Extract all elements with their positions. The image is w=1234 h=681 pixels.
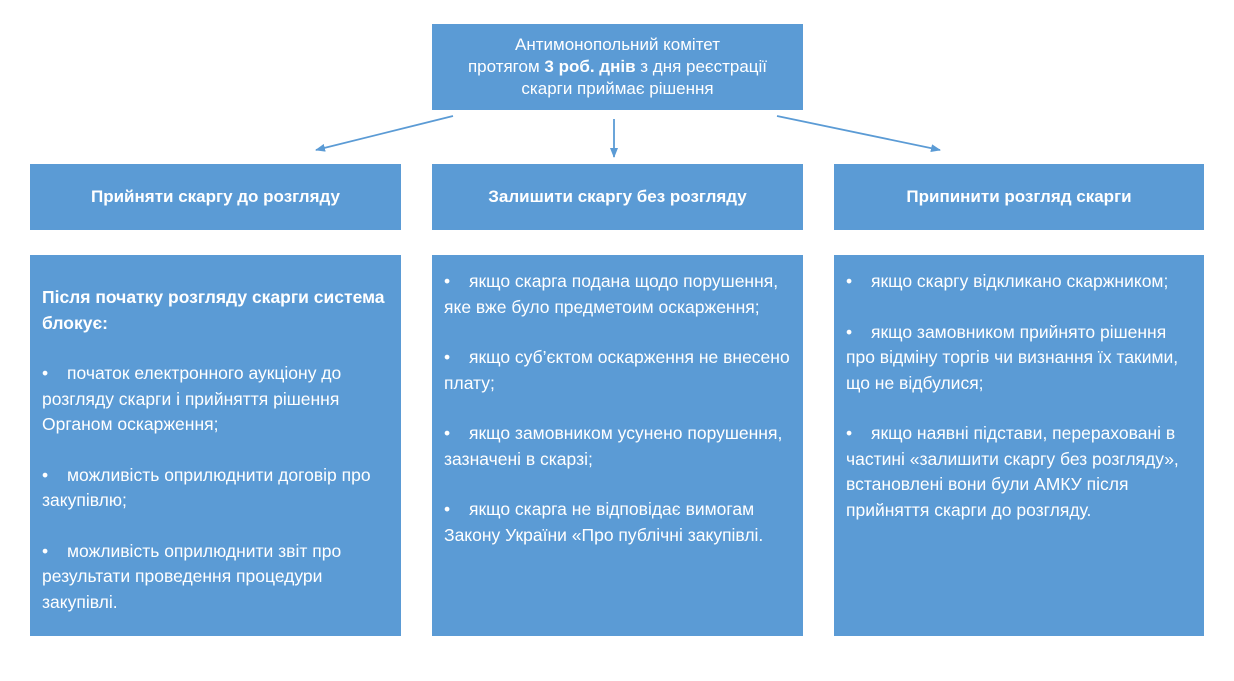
option-terminate-header: Припинити розгляд скарги	[834, 164, 1204, 230]
arrow-left	[315, 115, 454, 152]
decision-box: Антимонопольний комітет протягом 3 роб. …	[432, 24, 803, 110]
list-item: •початок електронного аукціону до розгля…	[42, 361, 391, 438]
option-terminate-details: •якщо скаргу відкликано скаржником; •якщ…	[834, 255, 1204, 636]
bullet-icon: •	[444, 499, 451, 519]
bullet-icon: •	[444, 271, 451, 291]
list-item: •якщо скарга не відповідає вимогам Закон…	[444, 497, 793, 548]
list-item-text: початок електронного аукціону до розгляд…	[42, 363, 342, 434]
bullet-icon: •	[846, 321, 853, 342]
list-item: •можливість оприлюднити договір про заку…	[42, 463, 391, 514]
arrow-right	[776, 115, 941, 153]
option-accept-details: Після початку розгляду скарги система бл…	[30, 255, 401, 636]
list-item-text: можливість оприлюднити звіт про результа…	[42, 540, 342, 612]
decision-line-1: Антимонопольний комітет	[515, 35, 720, 54]
list-item-text: якщо замовником прийнято рішення про від…	[846, 321, 1179, 393]
list-item: • якщо скаргу відкликано скаржником;	[846, 269, 1194, 295]
bullet-icon: •	[42, 540, 49, 561]
list-item: •якщо скарга подана щодо порушення, яке …	[444, 269, 793, 320]
list-item: •якщо замовником прийнято рішення про ві…	[846, 320, 1194, 397]
list-item: •якщо суб’єктом оскарження не внесено пл…	[444, 345, 793, 396]
decision-line-2-post: з дня реєстрації	[635, 57, 768, 76]
list-item-text: якщо наявні підстави, перераховані в час…	[846, 423, 1179, 520]
option-leave-header: Залишити скаргу без розгляду	[432, 164, 803, 230]
list-item-text: можливість оприлюднити договір про закуп…	[42, 464, 371, 511]
bullet-icon: •	[444, 347, 451, 367]
list-item-text: якщо суб’єктом оскарження не внесено пла…	[444, 347, 790, 393]
list-item-text: якщо скарга подана щодо порушення, яке в…	[444, 271, 779, 317]
decision-line-2-pre: протягом	[467, 57, 545, 76]
decision-deadline: 3 роб. днів	[544, 57, 636, 76]
list-item-text: якщо скарга не відповідає вимогам Закону…	[444, 499, 764, 545]
list-item-text: якщо замовником усунено порушення, зазна…	[444, 423, 783, 469]
bullet-icon: •	[846, 423, 853, 443]
option-accept-header: Прийняти скаргу до розгляду	[30, 164, 401, 230]
bullet-icon: •	[42, 464, 49, 485]
list-item: •якщо наявні підстави, перераховані в ча…	[846, 421, 1194, 523]
bullet-icon: •	[444, 423, 451, 443]
bullet-icon: •	[42, 363, 49, 383]
list-item: •можливість оприлюднити звіт про результ…	[42, 539, 391, 616]
decision-line-2: протягом 3 роб. днів з дня реєстрації	[432, 56, 803, 78]
option-leave-details: •якщо скарга подана щодо порушення, яке …	[432, 255, 803, 636]
bullet-icon: •	[846, 271, 853, 291]
details-intro: Після початку розгляду скарги система бл…	[42, 287, 385, 333]
list-item-text: якщо скаргу відкликано скаржником;	[871, 271, 1169, 291]
decision-line-3: скарги приймає рішення	[521, 79, 714, 98]
list-item: •якщо замовником усунено порушення, зазн…	[444, 421, 793, 472]
